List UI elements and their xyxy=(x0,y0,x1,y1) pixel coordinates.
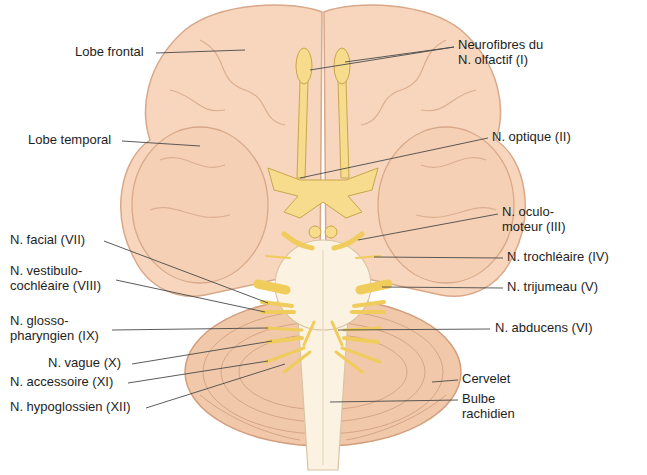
part-label: Lobe frontal xyxy=(75,45,144,60)
part-label: N. accessoire (XI) xyxy=(10,375,113,390)
part-label: N. glosso- pharyngien (IX) xyxy=(10,314,110,344)
part-label: N. oculo- moteur (III) xyxy=(502,205,582,235)
part-label: N. hypoglossien (XII) xyxy=(10,400,131,415)
part-label: N. trochléaire (IV) xyxy=(507,250,609,265)
part-label: N. facial (VII) xyxy=(10,233,85,248)
part-label: Bulbe rachidien xyxy=(462,392,530,422)
part-label: N. abducens (VI) xyxy=(495,321,593,336)
part-label: Lobe temporal xyxy=(28,133,111,148)
leader-lines xyxy=(104,47,503,408)
part-label: N. trijumeau (V) xyxy=(507,280,598,295)
part-label: Cervelet xyxy=(462,372,510,387)
part-label: N. vague (X) xyxy=(48,356,121,371)
part-label: N. optique (II) xyxy=(492,130,571,145)
part-label: Neurofibres du N. olfactif (I) xyxy=(458,38,558,68)
part-label: N. vestibulo- cochléaire (VIII) xyxy=(10,264,115,294)
